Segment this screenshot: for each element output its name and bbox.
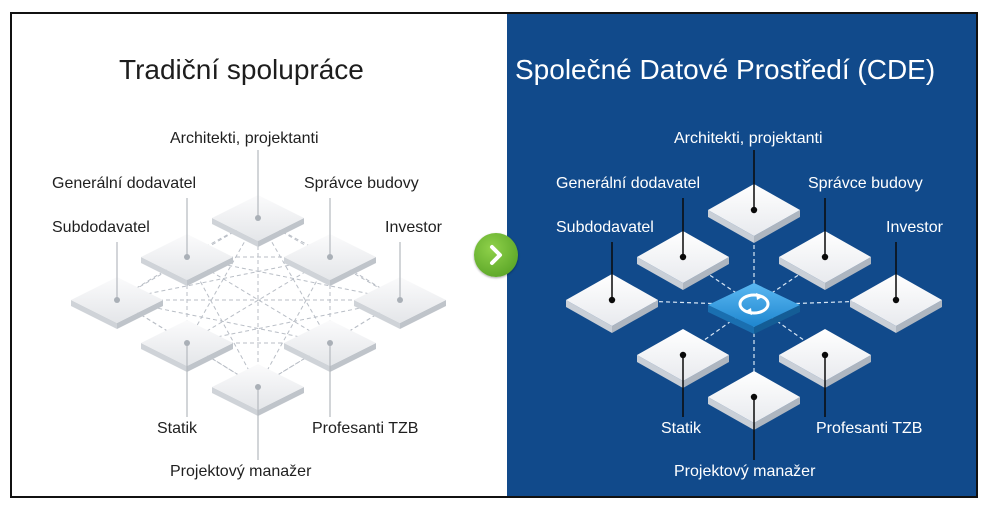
right-label-facility-manager: Správce budovy xyxy=(808,175,923,192)
right-label-mep: Profesanti TZB xyxy=(816,420,923,437)
right-label-investor: Investor xyxy=(886,219,943,236)
left-label-subcontractor: Subdodavatel xyxy=(52,219,150,236)
traditional-title: Tradiční spolupráce xyxy=(119,54,364,85)
node-dot xyxy=(608,296,616,304)
right-label-architects: Architekti, projektanti xyxy=(674,130,823,147)
node-dot xyxy=(397,297,403,303)
traditional-panel xyxy=(12,14,507,496)
chevron-right-icon xyxy=(490,245,502,265)
node-dot xyxy=(821,351,829,359)
node-dot xyxy=(679,351,687,359)
next-arrow-button[interactable] xyxy=(474,233,518,277)
left-label-architects: Architekti, projektanti xyxy=(170,130,319,147)
node-dot xyxy=(184,340,190,346)
left-label-project-manager: Projektový manažer xyxy=(170,463,312,480)
left-label-mep: Profesanti TZB xyxy=(312,420,419,437)
cde-diagram xyxy=(566,150,942,460)
outer-border xyxy=(10,12,978,498)
cde-title: Společné Datové Prostředí (CDE) xyxy=(515,54,936,85)
left-label-investor: Investor xyxy=(385,219,442,236)
node-dot xyxy=(114,297,120,303)
left-label-facility-manager: Správce budovy xyxy=(304,175,419,192)
right-label-subcontractor: Subdodavatel xyxy=(556,219,654,236)
right-label-project-manager: Projektový manažer xyxy=(674,463,816,480)
left-label-structural: Statik xyxy=(157,420,198,437)
connection-line xyxy=(116,217,259,301)
node-dot xyxy=(750,206,758,214)
node-dot xyxy=(679,253,687,261)
node-dot xyxy=(750,393,758,401)
node-dot xyxy=(255,384,261,390)
traditional-diagram xyxy=(71,150,446,460)
connection-line xyxy=(257,217,401,301)
node-dot xyxy=(892,296,900,304)
sync-icon xyxy=(738,293,770,315)
right-label-general-contractor: Generální dodavatel xyxy=(556,175,701,192)
cde-hub xyxy=(708,283,800,334)
node-dot xyxy=(184,254,190,260)
right-label-structural: Statik xyxy=(661,420,702,437)
node-dot xyxy=(821,253,829,261)
node-dot xyxy=(327,254,333,260)
node-dot xyxy=(327,340,333,346)
left-label-general-contractor: Generální dodavatel xyxy=(52,175,197,192)
node-dot xyxy=(255,215,261,221)
